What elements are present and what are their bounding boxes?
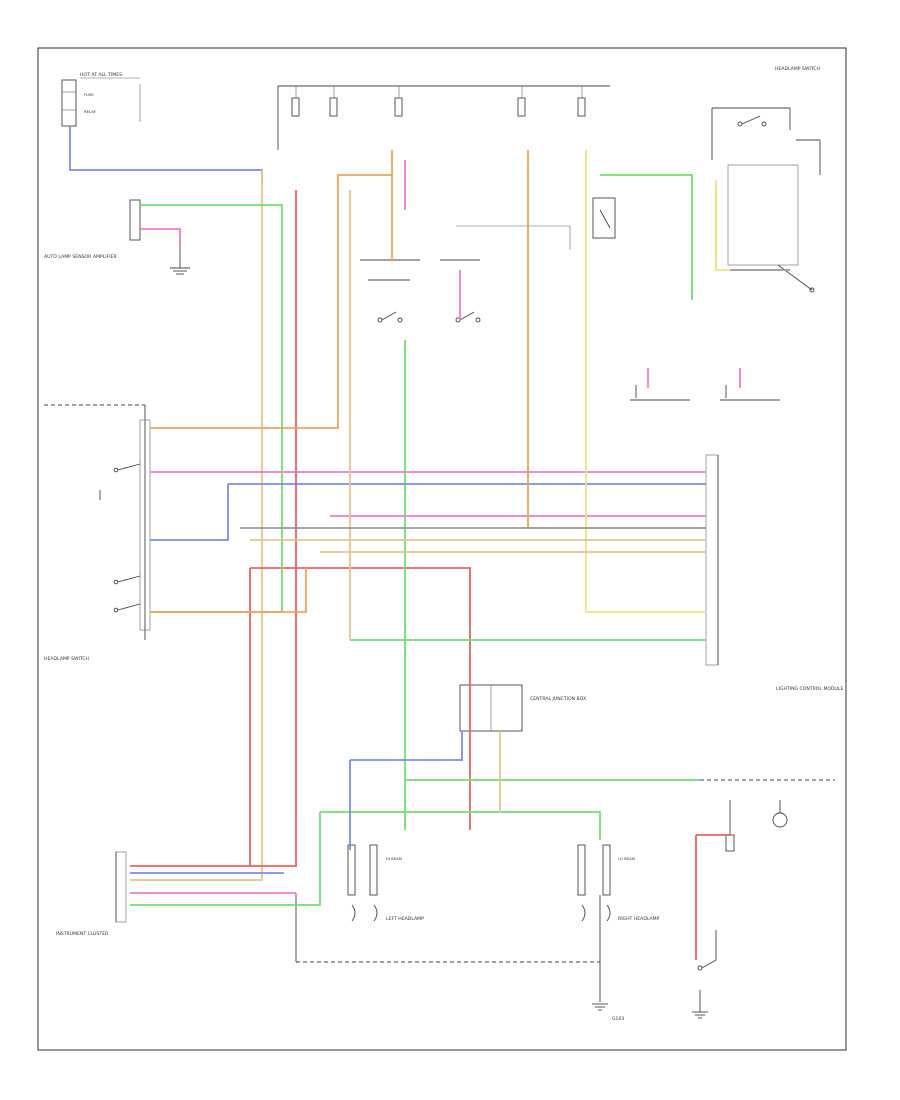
wire-tan-1 <box>130 170 263 881</box>
wire-yellow-1 <box>585 150 706 613</box>
diagram-frame <box>37 47 847 1051</box>
right-headlamp-label: RIGHT HEADLAMP <box>618 916 660 922</box>
wire-blue-4 <box>350 731 463 761</box>
wire-green-7 <box>600 174 693 300</box>
wire-blue-3 <box>150 484 229 541</box>
top-right-switch <box>711 107 821 293</box>
top-fuse-row <box>277 85 610 150</box>
instrument-cluster-connector: INSTRUMENT CLUSTER <box>56 851 127 937</box>
wires <box>69 126 790 960</box>
wire-yellow-2 <box>715 180 790 271</box>
lower-right-components <box>692 779 835 1019</box>
headlamp-switch: HEADLAMP SWITCH <box>44 404 151 662</box>
svg-text:RELAY: RELAY <box>84 109 97 114</box>
svg-text:HI BEAM: HI BEAM <box>386 856 402 861</box>
wire-green-6 <box>130 812 321 906</box>
wire-red-2 <box>250 567 471 830</box>
left-headlamp-label: LEFT HEADLAMP <box>386 916 424 922</box>
top-left-fuse-block: HOT AT ALL TIMES FUSE RELAY <box>61 72 141 127</box>
wire-red-1 <box>130 190 297 867</box>
ground-bus: G103 <box>295 893 624 1022</box>
headlamp-switch-label: HEADLAMP SWITCH <box>44 656 89 662</box>
svg-text:LO BEAM: LO BEAM <box>618 856 635 861</box>
top-left-fuse-label: HOT AT ALL TIMES <box>80 72 122 78</box>
wire-blue-top <box>69 126 263 182</box>
top-right-label: HEADLAMP SWITCH <box>775 66 820 72</box>
wire-orange-1 <box>150 174 392 429</box>
wire-green-1 <box>140 204 283 613</box>
wire-green-4 <box>320 811 601 840</box>
lighting-control-module: LIGHTING CONTROL MODULE <box>705 454 843 692</box>
side-lamp-modules <box>630 385 780 401</box>
svg-text:FUSE: FUSE <box>84 92 94 97</box>
central-junction-box: CENTRAL JUNCTION BOX <box>459 684 586 732</box>
svg-text:AUTO LAMP SENSOR AMPLIFIER: AUTO LAMP SENSOR AMPLIFIER <box>44 254 118 260</box>
instrument-cluster-label: INSTRUMENT CLUSTER <box>56 931 109 937</box>
upper-relays <box>360 225 571 323</box>
ground-label: G103 <box>612 1016 624 1022</box>
central-junction-label: CENTRAL JUNCTION BOX <box>530 696 586 702</box>
wire-pink-1 <box>140 228 181 245</box>
auto-lamp-sensor: AUTO LAMP SENSOR AMPLIFIER <box>44 199 190 275</box>
right-headlamp: RIGHT HEADLAMP LO BEAM <box>577 844 660 922</box>
wire-orange-3 <box>150 568 307 613</box>
upper-right-relay-module <box>592 197 616 239</box>
lcm-label: LIGHTING CONTROL MODULE <box>776 686 843 692</box>
wire-red-4 <box>695 834 730 960</box>
left-headlamp: LEFT HEADLAMP HI BEAM <box>347 844 424 922</box>
